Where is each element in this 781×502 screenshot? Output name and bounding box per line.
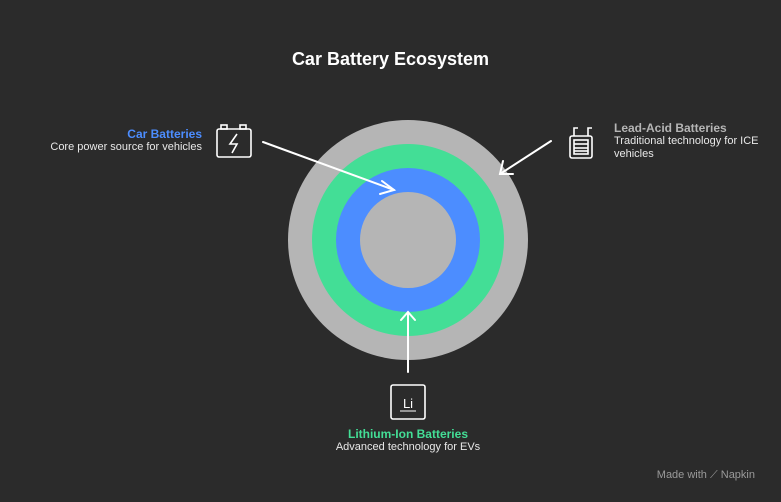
made-with-text: Made with — [656, 469, 707, 481]
brand-name: Napkin — [720, 469, 755, 481]
page-title: Car Battery Ecosystem — [291, 49, 490, 69]
lithium-icon: Li — [390, 384, 426, 420]
label-lead-acid: Lead-Acid Batteries Traditional technolo… — [614, 122, 764, 161]
napkin-watermark: Made with ⟋ Napkin — [657, 469, 755, 482]
label-title: Lithium-Ion Batteries — [347, 427, 468, 441]
label-title: Lead-Acid Batteries — [614, 121, 727, 135]
label-description: Core power source for vehicles — [50, 141, 202, 153]
label-lithium-ion: Lithium-Ion Batteries Advanced technolog… — [258, 428, 558, 454]
svg-text:Li: Li — [403, 396, 413, 411]
arrow-car-batteries — [262, 141, 397, 195]
car-battery-icon — [216, 124, 252, 158]
inner-core — [360, 192, 456, 288]
arrow-lithium-ion — [400, 310, 416, 373]
label-car-batteries: Car Batteries Core power source for vehi… — [50, 128, 202, 154]
label-title: Car Batteries — [127, 127, 202, 141]
arrow-lead-acid — [498, 140, 552, 175]
label-description: Advanced technology for EVs — [335, 441, 481, 453]
label-description: Traditional technology for ICE vehicles — [614, 135, 759, 160]
napkin-logo-icon: ⟋ — [709, 469, 718, 481]
lead-acid-battery-icon — [569, 127, 593, 159]
